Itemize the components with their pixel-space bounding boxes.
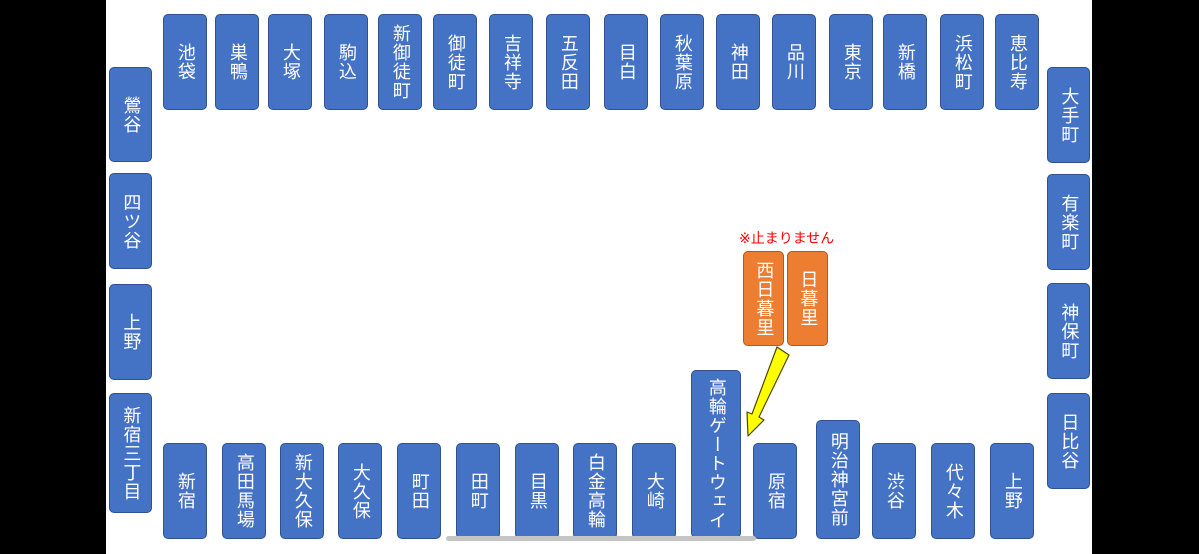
station-right: 大手町: [1047, 67, 1090, 163]
station-bottom: 高田馬場: [222, 443, 266, 539]
station-left: 四ツ谷: [109, 173, 152, 269]
station-top: 恵比寿: [995, 14, 1039, 110]
station-bottom: 高輪ゲートウェイ: [691, 370, 741, 538]
horizontal-scrollbar[interactable]: [446, 536, 756, 541]
station-highlighted: 西日暮里: [743, 251, 784, 346]
station-bottom: 町田: [397, 443, 441, 539]
station-highlighted: 日暮里: [787, 251, 828, 346]
station-right: 神保町: [1047, 283, 1090, 379]
station-left: 新宿三丁目: [109, 393, 152, 513]
station-top: 吉祥寺: [489, 14, 533, 110]
not-stopping-note: ※止まりません: [739, 231, 835, 247]
station-top: 五反田: [546, 14, 590, 110]
station-bottom: 原宿: [753, 443, 797, 539]
station-top: 新御徒町: [378, 14, 422, 110]
station-bottom: 白金高輪: [573, 443, 617, 539]
station-bottom: 田町: [456, 443, 500, 539]
station-bottom: 代々木: [931, 443, 975, 539]
station-top: 秋葉原: [660, 14, 704, 110]
station-top: 浜松町: [940, 14, 984, 110]
station-left: 上野: [109, 284, 152, 380]
station-top: 東京: [829, 14, 873, 110]
station-bottom: 大久保: [338, 443, 382, 539]
station-top: 新橋: [883, 14, 927, 110]
station-bottom: 渋谷: [872, 443, 916, 539]
station-bottom: 新宿: [163, 443, 207, 539]
station-bottom: 上野: [990, 443, 1034, 539]
station-top: 目白: [604, 14, 648, 110]
station-top: 池袋: [163, 14, 207, 110]
station-top: 品川: [772, 14, 816, 110]
station-left: 鶯谷: [109, 67, 152, 162]
station-bottom: 大崎: [632, 443, 676, 539]
station-bottom: 新大久保: [280, 443, 324, 539]
station-bottom: 目黒: [515, 443, 559, 539]
station-top: 神田: [716, 14, 760, 110]
station-bottom: 明治神宮前: [816, 420, 860, 539]
station-top: 駒込: [324, 14, 368, 110]
station-top: 大塚: [268, 14, 312, 110]
station-right: 有楽町: [1047, 174, 1090, 270]
station-top: 巣鴨: [215, 14, 259, 110]
station-top: 御徒町: [433, 14, 477, 110]
station-right: 日比谷: [1047, 393, 1090, 489]
station-diagram: 池袋 巣鴨 大塚 駒込 新御徒町 御徒町 吉祥寺 五反田 目白 秋葉原 神田 品…: [106, 0, 1092, 554]
